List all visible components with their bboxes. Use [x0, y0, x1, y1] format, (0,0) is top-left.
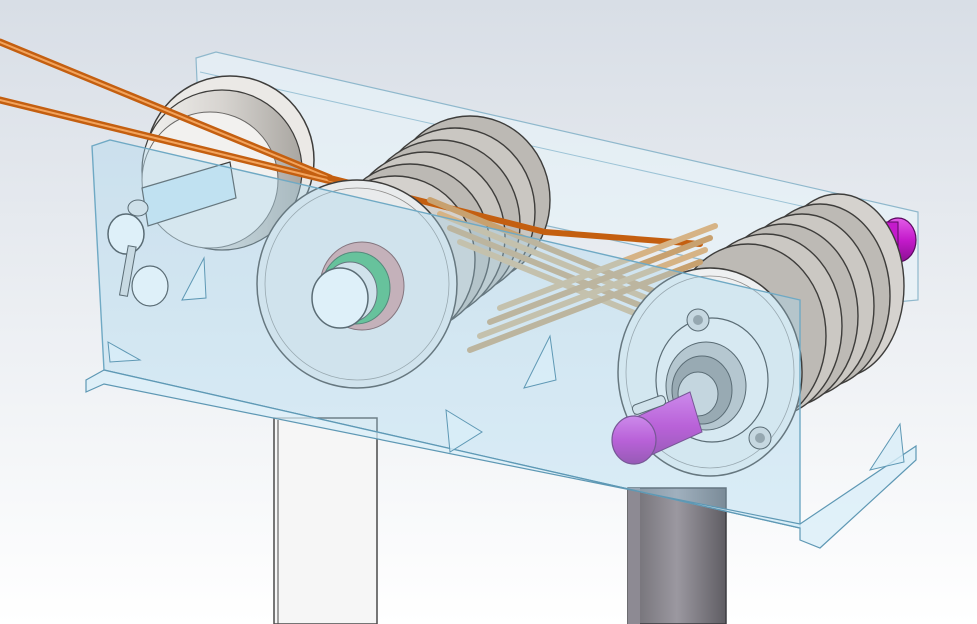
rope-crossing-bundle: [427, 197, 718, 353]
gusset-bracket: [107, 256, 905, 471]
locking-pin-icon: [118, 199, 149, 297]
bearing-middle: [311, 241, 405, 331]
housing-base-plate: [85, 369, 917, 549]
left-shaft: [107, 161, 237, 307]
support-post-left: [273, 417, 378, 624]
bolt-icon: [686, 308, 772, 450]
output-shaft: [611, 391, 703, 465]
support-post-right: [627, 487, 727, 624]
